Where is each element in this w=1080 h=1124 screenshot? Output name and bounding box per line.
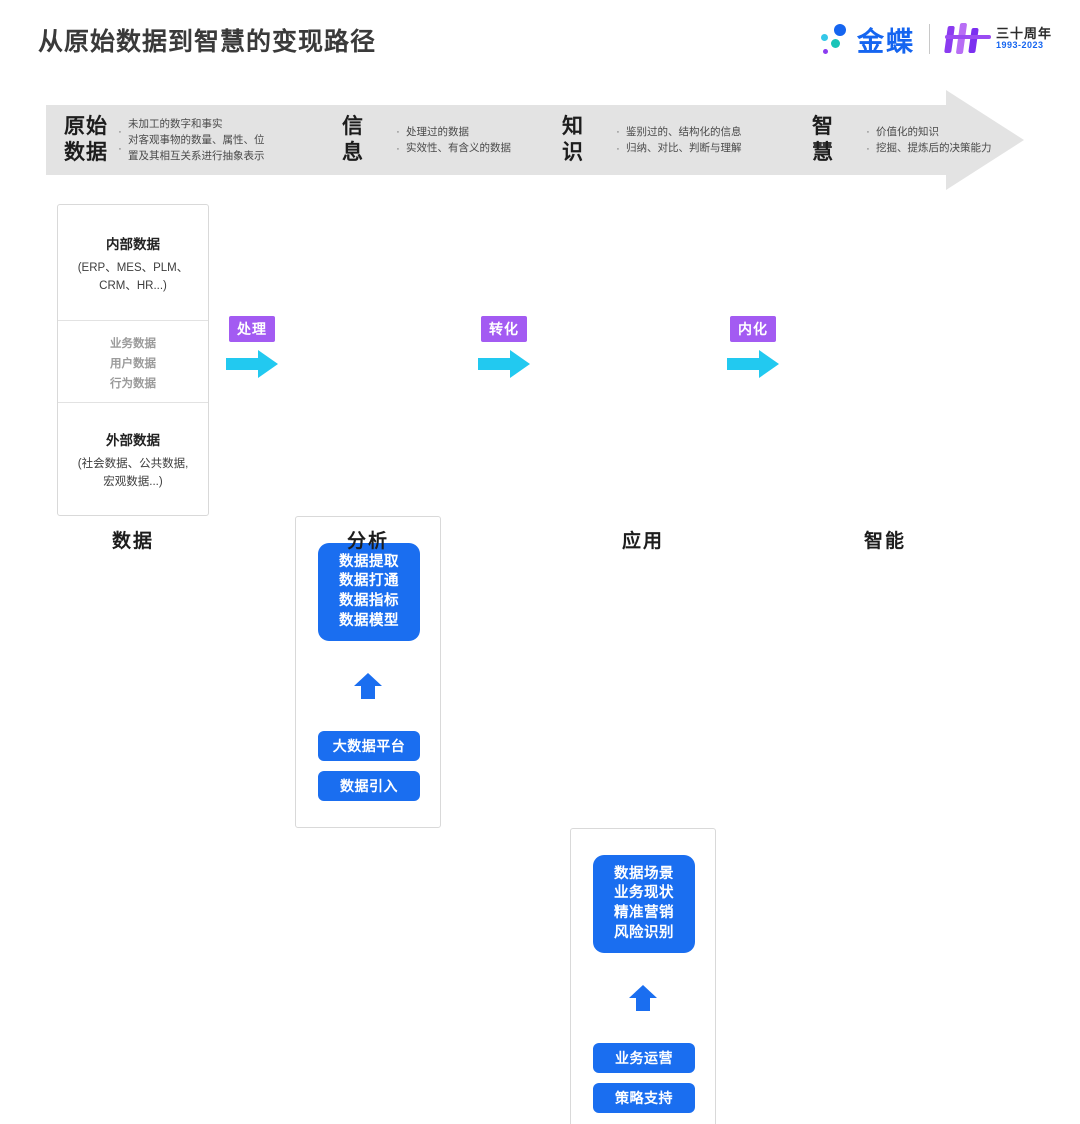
list-item: 风险识别 — [614, 924, 674, 941]
banner-term-wisdom: 智 慧 — [812, 115, 834, 164]
connector-label-internalize: 内化 — [730, 316, 776, 342]
banner-segment-information: 信 息 ·· 处理过的数据 实效性、有含义的数据 — [324, 90, 544, 190]
banner-segment-knowledge: 知 识 ·· 鉴别过的、结构化的信息 归纳、对比、判断与理解 — [544, 90, 794, 190]
stage-card-data: 内部数据 (ERP、MES、PLM、 CRM、HR...) 业务数据 用户数据 … — [57, 204, 209, 516]
connector-process: 处理 — [222, 316, 282, 379]
banner-bullet-dots: ·· — [396, 125, 400, 155]
external-data-subtitle: (社会数据、公共数据, 宏观数据...) — [77, 458, 189, 489]
list-item: 数据模型 — [339, 612, 399, 629]
banner-bullet-dots: ·· — [866, 125, 870, 155]
anniversary-text: 三十周年 1993-2023 — [995, 25, 1052, 51]
list-item: 数据打通 — [339, 573, 399, 590]
list-item: 数据指标 — [339, 593, 399, 609]
external-data-section: 外部数据 (社会数据、公共数据, 宏观数据...) — [58, 403, 208, 515]
banner-bullets-knowledge: 鉴别过的、结构化的信息 归纳、对比、判断与理解 — [626, 125, 742, 154]
brand-name: 金蝶 — [856, 26, 915, 57]
application-capability-box[interactable]: 数据场景 业务现状 精准营销 风险识别 — [593, 855, 695, 953]
banner-term-information: 信 息 — [342, 115, 364, 164]
list-item: 业务现状 — [614, 885, 674, 902]
data-categories-section: 业务数据 用户数据 行为数据 — [58, 321, 208, 403]
external-data-title: 外部数据 — [106, 433, 160, 448]
connector-transform: 转化 — [474, 316, 534, 379]
banner-segment-wisdom: 智 慧 ·· 价值化的知识 挖掘、提炼后的决策能力 — [794, 90, 1024, 190]
list-item: 数据场景 — [614, 865, 674, 882]
anniversary-label: 三十周年 — [995, 25, 1052, 41]
list-item: 精准营销 — [614, 905, 674, 921]
banner-bullets-raw-data: 未加工的数字和事实 对客观事物的数量、属性、位 置及其相互关系进行抽象表示 — [128, 117, 265, 163]
stage-label-intelligence: 智能 — [863, 531, 906, 552]
banner-bullet-dots: ·· — [616, 125, 620, 155]
kingdee-dots-icon — [817, 22, 853, 56]
banner-bullet-dots: ·· — [118, 125, 122, 155]
internal-data-title: 内部数据 — [106, 237, 160, 252]
internal-data-section: 内部数据 (ERP、MES、PLM、 CRM、HR...) — [58, 205, 208, 321]
arrow-right-icon — [222, 349, 282, 379]
analysis-ingest-button[interactable]: 数据引入 — [318, 771, 420, 801]
arrow-right-icon — [723, 349, 783, 379]
connector-label-process: 处理 — [229, 316, 275, 342]
banner-arrow-shape — [46, 90, 1024, 190]
arrow-up-icon — [353, 673, 383, 699]
application-operations-button[interactable]: 业务运营 — [593, 1043, 695, 1073]
list-item: 用户数据 — [110, 357, 156, 370]
dikw-banner: 原始 数据 ·· 未加工的数字和事实 对客观事物的数量、属性、位 置及其相互关系… — [46, 90, 1024, 190]
stage-card-analysis: 数据提取 数据打通 数据指标 数据模型 大数据平台 数据引入 — [295, 516, 441, 828]
banner-term-knowledge: 知 识 — [562, 115, 584, 164]
banner-term-raw-data: 原始 数据 — [64, 115, 108, 164]
stage-label-application: 应用 — [621, 531, 664, 552]
application-strategy-button[interactable]: 策略支持 — [593, 1083, 695, 1113]
anniversary-mark-icon — [943, 22, 991, 56]
internal-data-subtitle: (ERP、MES、PLM、 CRM、HR...) — [77, 262, 189, 293]
stage-label-analysis: 分析 — [346, 531, 389, 552]
page-title: 从原始数据到智慧的变现路径 — [38, 28, 377, 56]
list-item: 行为数据 — [110, 377, 156, 390]
logo-divider — [928, 24, 930, 54]
analysis-capability-box[interactable]: 数据提取 数据打通 数据指标 数据模型 — [318, 543, 420, 641]
banner-bullets-wisdom: 价值化的知识 挖掘、提炼后的决策能力 — [876, 125, 992, 154]
anniversary-years: 1993-2023 — [995, 40, 1044, 51]
connector-label-transform: 转化 — [481, 316, 527, 342]
stage-label-data: 数据 — [111, 531, 154, 552]
arrow-right-icon — [474, 349, 534, 379]
stage-card-application: 数据场景 业务现状 精准营销 风险识别 业务运营 策略支持 — [570, 828, 716, 1124]
analysis-platform-button[interactable]: 大数据平台 — [318, 731, 420, 761]
arrow-up-icon — [628, 985, 658, 1011]
banner-bullets-information: 处理过的数据 实效性、有含义的数据 — [406, 125, 511, 154]
connector-internalize: 内化 — [723, 316, 783, 379]
brand-logo: 金蝶 三十周年 1993-2023 — [817, 20, 1052, 58]
banner-segment-raw-data: 原始 数据 ·· 未加工的数字和事实 对客观事物的数量、属性、位 置及其相互关系… — [46, 90, 324, 190]
list-item: 数据提取 — [339, 553, 399, 570]
list-item: 业务数据 — [110, 338, 156, 350]
